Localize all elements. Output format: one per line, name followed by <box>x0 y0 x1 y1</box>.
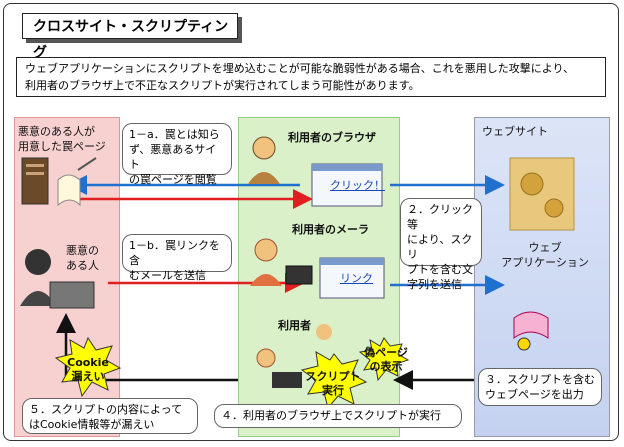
diagram-title: クロスサイト・スクリプティング <box>22 13 238 61</box>
script-scroll-icon <box>513 311 549 351</box>
attacker-label-line-2: ある人 <box>66 259 99 272</box>
webapp-icon <box>509 157 575 231</box>
mail-link[interactable]: リンク <box>340 272 373 285</box>
step-3-line-1: ３．スクリプトを含む <box>485 373 595 386</box>
fake-page-line-2: の表示 <box>369 360 403 373</box>
click-link[interactable]: クリック！ <box>330 179 385 192</box>
step-2-line-2: により、スクリ <box>407 233 473 261</box>
step-1b-line-1: 1－b．罠リンクを含 <box>129 239 220 267</box>
cookie-leak-text: Cookie 漏えい <box>60 356 116 384</box>
trap-scroll-icon <box>57 157 97 207</box>
script-exec-text: スクリプト 実行 <box>300 370 366 398</box>
website-label: ウェブサイト <box>482 125 548 138</box>
step-5-note: ５．スクリプトの内容によって はCookie情報等が漏えい <box>22 398 198 434</box>
step-3-note: ３．スクリプトを含む ウェブページを出力 <box>478 368 602 406</box>
webapp-label: ウェブ アプリケーション <box>490 240 600 270</box>
description-line-1: ウェブアプリケーションにスクリプトを埋め込むことが可能な脆弱性がある場合、これを… <box>25 62 575 75</box>
step-2-line-1: ２．クリック等 <box>407 203 473 231</box>
attacker-label: 悪意の ある人 <box>66 243 99 273</box>
script-exec-line-1: スクリプト <box>305 370 361 383</box>
step-1a-line-1: 1－a．罠とは知ら <box>129 128 220 141</box>
webapp-label-line-2: アプリケーション <box>501 256 589 269</box>
mailer-user-icon <box>250 238 313 286</box>
mailer-window-icon <box>319 257 385 299</box>
cookie-leak-star <box>54 336 122 398</box>
step-4-note: ４．利用者のブラウザ上でスクリプトが実行 <box>214 404 462 428</box>
script-exec-line-2: 実行 <box>322 384 344 397</box>
step-1a-note: 1－a．罠とは知ら ず、悪意あるサイト の罠ページを閲覧 <box>122 123 232 186</box>
step-5-line-1: ５．スクリプトの内容によって <box>29 403 183 416</box>
trap-page-label-line-2: 用意した罠ページ <box>18 140 106 153</box>
step-1a-line-3: の罠ページを閲覧 <box>129 173 217 186</box>
step-1b-line-2: むメールを送信 <box>129 269 206 282</box>
step-2-line-4: 字列を送信 <box>407 278 462 291</box>
step-2-line-3: プトを含む文 <box>407 263 473 276</box>
user-label: 利用者 <box>278 319 311 332</box>
fake-page-text: 偽ページ の表示 <box>356 346 416 374</box>
cookie-leak-line-1: Cookie <box>67 356 109 369</box>
webapp-label-line-1: ウェブ <box>528 241 562 254</box>
trap-page-label-line-1: 悪意のある人が <box>18 125 95 138</box>
browser-window-icon <box>311 163 383 207</box>
fake-page-star <box>358 337 410 382</box>
trap-server-icon <box>21 157 49 205</box>
browser-user-icon <box>248 136 280 184</box>
browser-label: 利用者のブラウザ <box>288 131 376 144</box>
bottom-user-icon <box>256 324 332 388</box>
step-3-line-2: ウェブページを出力 <box>485 388 584 401</box>
attacker-label-line-1: 悪意の <box>66 244 99 257</box>
attacker-icon <box>20 249 95 309</box>
description-box: ウェブアプリケーションにスクリプトを埋め込むことが可能な脆弱性がある場合、これを… <box>16 57 606 97</box>
cookie-leak-line-2: 漏えい <box>71 370 105 383</box>
step-5-line-2: はCookie情報等が漏えい <box>29 418 155 431</box>
step-2-note: ２．クリック等 により、スクリ プトを含む文 字列を送信 <box>400 198 482 291</box>
mailer-label: 利用者のメーラ <box>292 223 369 236</box>
fake-page-line-1: 偽ページ <box>364 346 408 359</box>
trap-page-label: 悪意のある人が 用意した罠ページ <box>18 124 106 154</box>
step-1a-line-2: ず、悪意あるサイト <box>129 143 217 171</box>
description-line-2: 利用者のブラウザ上で不正なスクリプトが実行されてしまう可能性があります。 <box>25 79 420 92</box>
step-1b-note: 1－b．罠リンクを含 むメールを送信 <box>122 234 232 282</box>
